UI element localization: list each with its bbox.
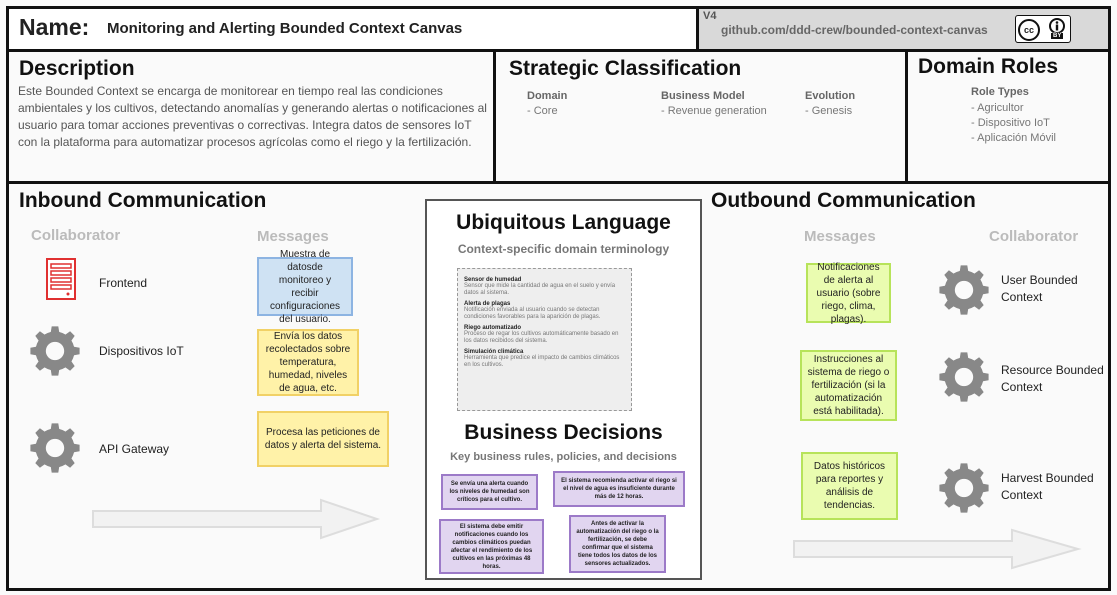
business-model-value: - Revenue generation (661, 105, 767, 117)
gear-icon (937, 263, 991, 322)
by-label: BY (1051, 33, 1064, 39)
divider (9, 181, 1108, 184)
term-definition: Herramienta que predice el impacto de ca… (464, 355, 620, 368)
outbound-message: Datos históricos para reportes y análisi… (801, 452, 898, 520)
source-link[interactable]: github.com/ddd-crew/bounded-context-canv… (721, 23, 988, 37)
outbound-collaborator: Resource Bounded Context (1001, 363, 1104, 394)
domain-label: Domain (527, 90, 568, 102)
inbound-collaborator: Frontend (99, 276, 148, 290)
outbound-collaborator: Harvest Bounded Context (1001, 471, 1094, 502)
outbound-title: Outbound Communication (711, 189, 976, 212)
role-item: - Dispositivo IoT (971, 117, 1050, 129)
domain-value: - Core (527, 105, 558, 117)
inbound-collaborator: API Gateway (99, 442, 170, 456)
version-label: V4 (703, 10, 717, 22)
inbound-collaborator: Dispositivos IoT (99, 344, 184, 358)
glossary: Sensor de humedad Sensor que mide la can… (457, 268, 632, 411)
inbound-message: Muestra de datosde monitoreo y recibir c… (257, 249, 353, 325)
role-item: - Agricultor (971, 102, 1024, 114)
divider (493, 52, 496, 181)
inbound-message: Envía los datos recolectados sobre tempe… (257, 329, 359, 396)
outbound-message: Notificaciones de alerta al usuario (sob… (806, 262, 891, 325)
role-types-label: Role Types (971, 86, 1029, 98)
name-label: Name: (19, 14, 90, 40)
divider (905, 52, 908, 181)
inbound-title: Inbound Communication (19, 189, 267, 212)
outbound-collaborator-head: Collaborator (989, 228, 1079, 245)
outbound-flow-arrow (792, 527, 1082, 576)
term-definition: Sensor que mide la cantidad de agua en e… (464, 283, 616, 296)
attribution-icon (1045, 18, 1069, 34)
outbound-collaborator: User Bounded Context (1001, 273, 1078, 304)
business-decisions-subtitle: Key business rules, policies, and decisi… (450, 451, 677, 463)
version-section: V4 github.com/ddd-crew/bounded-context-c… (699, 9, 1108, 52)
cc-logo-icon: cc (1018, 19, 1040, 41)
business-decision: Se envía una alerta cuando los niveles d… (441, 474, 538, 510)
business-decision: El sistema recomienda activar el riego s… (553, 471, 685, 507)
term-name: Riego automatizado (464, 325, 522, 331)
description-text: Este Bounded Context se encarga de monit… (18, 84, 487, 149)
context-name: Monitoring and Alerting Bounded Context … (107, 20, 463, 37)
name-section: Name: Monitoring and Alerting Bounded Co… (9, 9, 699, 52)
inbound-message: Procesa las peticiones de datos y alerta… (257, 411, 389, 467)
business-model-label: Business Model (661, 90, 745, 102)
outbound-messages-head: Messages (804, 228, 876, 245)
evolution-label: Evolution (805, 90, 856, 102)
term-name: Simulación climática (464, 349, 524, 355)
term-definition: Proceso de regar los cultivos automática… (464, 331, 619, 344)
domain-roles-title: Domain Roles (918, 55, 1059, 78)
term-name: Sensor de humedad (464, 277, 522, 283)
server-icon (45, 258, 77, 300)
business-decision: Antes de activar la automatización del r… (569, 515, 666, 573)
gear-icon (28, 421, 82, 480)
bounded-context-canvas: Name: Monitoring and Alerting Bounded Co… (6, 6, 1111, 591)
outbound-message: Instrucciones al sistema de riego o fert… (800, 350, 897, 421)
cc-by-license-icon: cc BY (1015, 15, 1071, 43)
inbound-collaborator-head: Collaborator (31, 227, 121, 244)
gear-icon (937, 461, 991, 520)
ubiquitous-language-subtitle: Context-specific domain terminology (457, 242, 670, 256)
strategic-title: Strategic Classification (509, 57, 742, 80)
role-item: - Aplicación Móvil (971, 132, 1056, 144)
evolution-value: - Genesis (805, 105, 853, 117)
description-title: Description (19, 57, 135, 80)
term-name: Alerta de plagas (464, 301, 511, 307)
gear-icon (28, 324, 82, 383)
inbound-flow-arrow (91, 497, 381, 546)
ubiquitous-language-panel: Ubiquitous Language Context-specific dom… (425, 199, 702, 580)
business-decision: El sistema debe emitir notificaciones cu… (439, 519, 544, 574)
ubiquitous-language-title: Ubiquitous Language (456, 211, 671, 234)
term-definition: Notificación enviada al usuario cuando s… (464, 307, 601, 320)
gear-icon (937, 350, 991, 409)
inbound-messages-head: Messages (257, 228, 329, 245)
business-decisions-title: Business Decisions (464, 421, 663, 444)
